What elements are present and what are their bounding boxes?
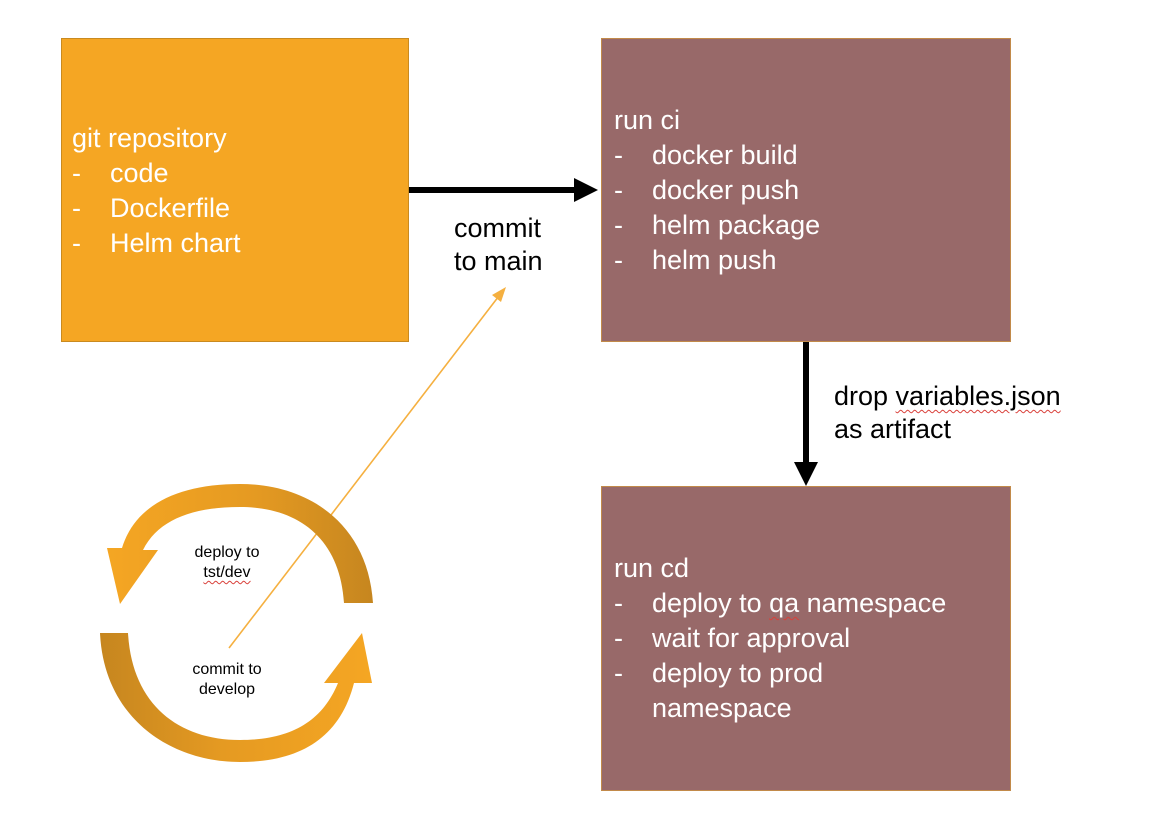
environment-name: tst/dev <box>203 564 251 581</box>
list-item: -Helm chart <box>72 228 241 258</box>
git-repository-box: git repository -code -Dockerfile -Helm c… <box>61 38 409 342</box>
spellcheck-word: qa <box>769 588 800 618</box>
commit-to-develop-label: commit to develop <box>192 661 262 698</box>
list-item: -helm push <box>614 245 777 275</box>
list-item: -code <box>72 158 169 188</box>
run-cd-items: -deploy to qa namespace -wait for approv… <box>614 586 1010 726</box>
cycle-bottom-arrow <box>100 633 372 762</box>
drop-artifact-arrow <box>794 342 818 486</box>
drop-artifact-label: drop variables.json as artifact <box>834 381 1061 444</box>
list-item: -docker push <box>614 175 800 205</box>
deploy-to-dev-label: deploy to tst/dev <box>180 543 274 583</box>
cycle-icon <box>100 484 373 762</box>
commit-to-main-label: commit to main <box>454 213 543 276</box>
cycle-top-arrow <box>107 484 373 604</box>
list-item: -docker build <box>614 140 798 170</box>
list-item: -wait for approval <box>614 623 851 653</box>
run-ci-box: run ci -docker build -docker push -helm … <box>601 38 1011 342</box>
list-item: -deploy to qa namespace <box>614 588 947 618</box>
run-ci-items: -docker build -docker push -helm package… <box>614 138 1010 278</box>
commit-to-main-arrow <box>409 178 598 202</box>
git-repository-items: -code -Dockerfile -Helm chart <box>72 156 408 261</box>
run-ci-title: run ci <box>614 105 681 135</box>
run-cd-box: run cd -deploy to qa namespace -wait for… <box>601 486 1011 791</box>
develop-to-main-arrow <box>228 287 506 649</box>
list-item: -Dockerfile <box>72 193 231 223</box>
list-item: -helm package <box>614 210 821 240</box>
git-repository-title: git repository <box>72 123 227 153</box>
artifact-filename: variables.json <box>895 381 1061 411</box>
run-cd-title: run cd <box>614 553 690 583</box>
